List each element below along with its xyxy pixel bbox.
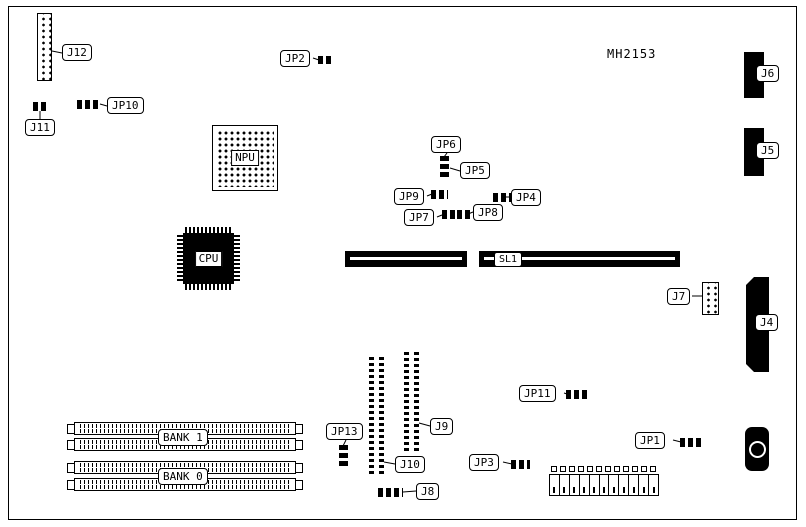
label-jp4: JP4 (511, 189, 541, 206)
expansion-slot-1 (345, 251, 467, 267)
jp10-jumper-component (77, 100, 100, 109)
jp6-jumper-component (440, 156, 449, 177)
label-sl1: SL1 (494, 252, 523, 267)
label-jp8: JP8 (473, 204, 503, 221)
jp7-jumper-component (442, 210, 455, 219)
label-j5: J5 (756, 142, 780, 159)
label-jp11: JP11 (519, 385, 556, 402)
j12-header-component (37, 13, 52, 81)
label-j10: J10 (395, 456, 425, 473)
label-jp1: JP1 (635, 432, 665, 449)
j6-port-connector (744, 52, 764, 98)
j11-jumper-component (33, 102, 47, 111)
label-jp2: JP2 (280, 50, 310, 67)
label-j7: J7 (667, 288, 691, 305)
dip-switch-grid (549, 474, 659, 496)
npu-socket: NPU (212, 125, 278, 191)
cpu-chip: CPU (177, 227, 240, 290)
label-bank1: BANK 1 (158, 429, 208, 446)
j10-slot-component (369, 357, 384, 477)
jp3-jumper-component (511, 460, 530, 469)
board-outline (8, 6, 797, 520)
j8-jumper-component (378, 488, 403, 497)
label-jp9: JP9 (394, 188, 424, 205)
cpu-pins-right (234, 235, 240, 282)
label-jp10: JP10 (107, 97, 144, 114)
label-j6: J6 (756, 65, 780, 82)
label-jp13: JP13 (326, 423, 363, 440)
part-number: MH2153 (607, 47, 657, 61)
cpu-pins-top (185, 227, 232, 233)
jp4-jumper-component (493, 193, 511, 202)
j9-slot-component (404, 352, 419, 452)
label-jp7: JP7 (404, 209, 434, 226)
label-bank0: BANK 0 (158, 468, 208, 485)
label-jp3: JP3 (469, 454, 499, 471)
expansion-slot-sl1 (479, 251, 680, 267)
label-jp6: JP6 (431, 136, 461, 153)
jp13-jumper-component (339, 445, 348, 467)
cpu-pins-left (177, 235, 183, 282)
label-j4: J4 (755, 314, 779, 331)
cpu-pins-bottom (185, 284, 232, 290)
npu-label: NPU (231, 150, 259, 166)
label-j11: J11 (25, 119, 55, 136)
label-jp5: JP5 (460, 162, 490, 179)
cpu-label: CPU (194, 250, 223, 267)
label-j12: J12 (62, 44, 92, 61)
label-j9: J9 (430, 418, 454, 435)
dip-switch-row (551, 466, 659, 472)
jp8-jumper-component (457, 210, 470, 219)
dip-switch-block (549, 466, 659, 496)
jp11-jumper-component (566, 390, 589, 399)
j5-port-connector (744, 128, 764, 176)
jp9-jumper-component (431, 190, 448, 199)
jp1-jumper-component (680, 438, 703, 447)
j7-header-component (702, 282, 719, 315)
jp2-jumper-component (318, 56, 334, 64)
label-j8: J8 (416, 483, 440, 500)
din-keyboard-connector (745, 427, 769, 471)
